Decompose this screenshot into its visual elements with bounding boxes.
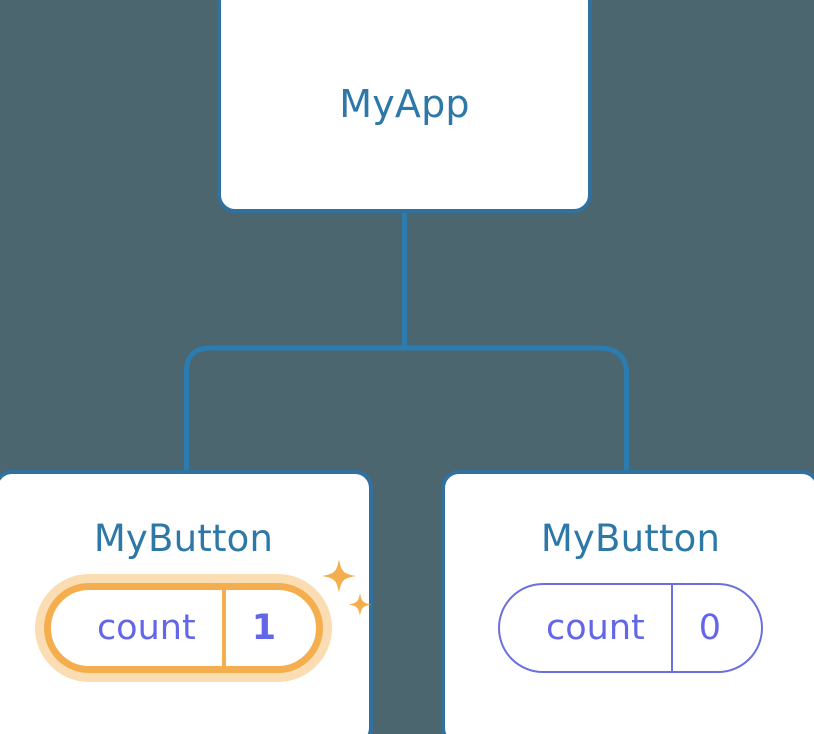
- sparkle-large-icon: [322, 559, 357, 593]
- state-key: count: [96, 607, 196, 648]
- node-mybutton-0[interactable]: MyButton count 1: [0, 470, 373, 734]
- state-pill-wrapper: count 1: [43, 559, 372, 673]
- node-title: MyButton: [93, 517, 274, 560]
- node-mybutton-1[interactable]: MyButton count 0: [441, 470, 814, 734]
- state-pill[interactable]: count 0: [497, 583, 764, 673]
- state-pill-highlighted[interactable]: count 1: [43, 583, 324, 673]
- state-key: count: [545, 607, 645, 648]
- state-value: 1: [221, 590, 316, 666]
- node-title: MyApp: [339, 81, 470, 126]
- sparkles-group: [322, 559, 372, 616]
- node-myapp[interactable]: MyApp: [217, 0, 592, 213]
- state-pill-wrapper: count 0: [497, 583, 764, 673]
- sparkle-small-icon: [348, 593, 372, 616]
- state-value: 0: [670, 585, 761, 671]
- connector-branch-bar: [184, 345, 629, 472]
- node-title: MyButton: [540, 517, 721, 560]
